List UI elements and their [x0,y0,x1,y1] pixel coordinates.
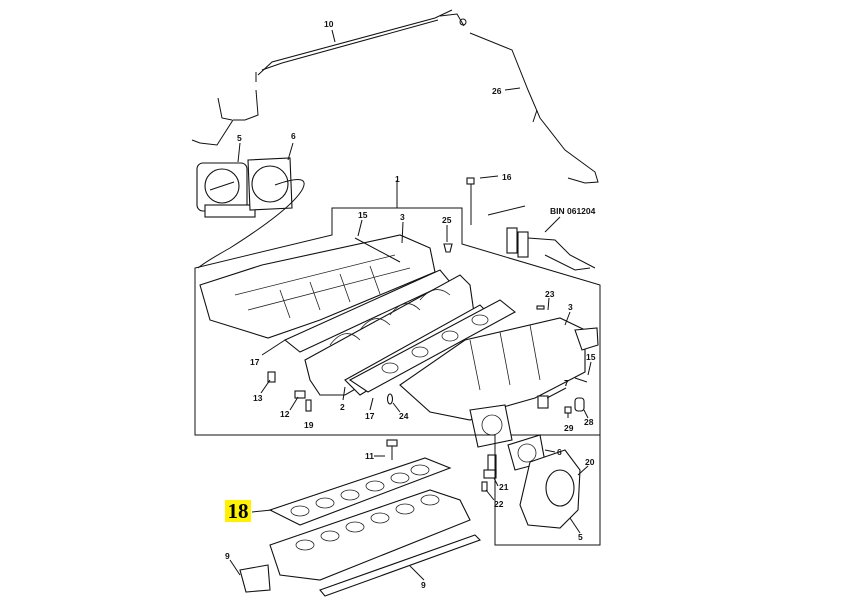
callout-24: 24 [399,411,409,421]
callout-11: 11 [365,451,374,461]
callout-1: 1 [395,174,400,184]
part-3-right-plenum [399,317,599,448]
callout-5-lower: 5 [578,532,583,542]
part-10-pipe [255,9,467,82]
callout-labels: 10 26 5 6 1 16 15 3 25 23 3 15 17 13 12 … [225,19,596,590]
callout-17: 17 [250,357,260,367]
callout-6-lower: 6 [557,447,562,457]
part-15-bolt [354,237,588,383]
part-12-sensor [294,390,306,399]
part-25-grommet [443,243,453,253]
part-runner-flange [348,299,516,393]
callout-26: 26 [492,86,502,96]
part-lower-intake [269,489,471,581]
callout-3: 3 [400,212,405,222]
callout-20: 20 [585,457,595,467]
part-6-gasket-upper [197,157,305,269]
part-5-throttle-body-upper [196,162,256,218]
callout-16: 16 [502,172,512,182]
callout-22: 22 [494,499,504,509]
callout-9-right: 9 [421,580,426,590]
callout-10: 10 [324,19,334,29]
callout-9-left: 9 [225,551,230,561]
callout-15: 15 [358,210,368,220]
callout-12: 12 [280,409,290,419]
part-9-gasket-left [239,564,271,593]
part-28-cap [574,397,585,412]
part-3-upper-plenum [199,234,436,339]
part-13-sensor [267,371,276,383]
part-7-sensor [537,395,549,409]
callout-17-lower: 17 [365,411,375,421]
callout-25: 25 [442,215,452,225]
lower-frame [462,434,601,546]
callout-29: 29 [564,423,574,433]
callout-28: 28 [584,417,594,427]
callout-3-right: 3 [568,302,573,312]
part-valve-assembly-bin [487,205,596,271]
callout-21: 21 [499,482,509,492]
part-23-pin [536,305,545,310]
callout-23: 23 [545,289,555,299]
callout-13: 13 [253,393,263,403]
part-19-plug [305,399,312,412]
part-22-screw [481,481,488,492]
part-9-gasket-right [319,534,482,597]
part-5-throttle-body-lower [519,449,581,529]
part-26-pipe [469,32,599,184]
part-hose-bracket [191,89,259,146]
callout-6: 6 [291,131,296,141]
leader-lines [229,29,592,581]
callout-19: 19 [304,420,314,430]
callout-7: 7 [564,378,569,388]
callout-2: 2 [340,402,345,412]
part-29-clip [564,406,572,414]
part-11-stud [386,439,398,460]
reference-code: BIN 061204 [550,206,596,216]
highlighted-callout-18[interactable]: 18 [225,500,251,522]
part-24-oring [386,393,394,405]
part-21-sensor [483,454,497,479]
part-16-bolt [466,177,475,225]
callout-15-right: 15 [586,352,596,362]
callout-5: 5 [237,133,242,143]
part-18-gasket [268,457,452,526]
